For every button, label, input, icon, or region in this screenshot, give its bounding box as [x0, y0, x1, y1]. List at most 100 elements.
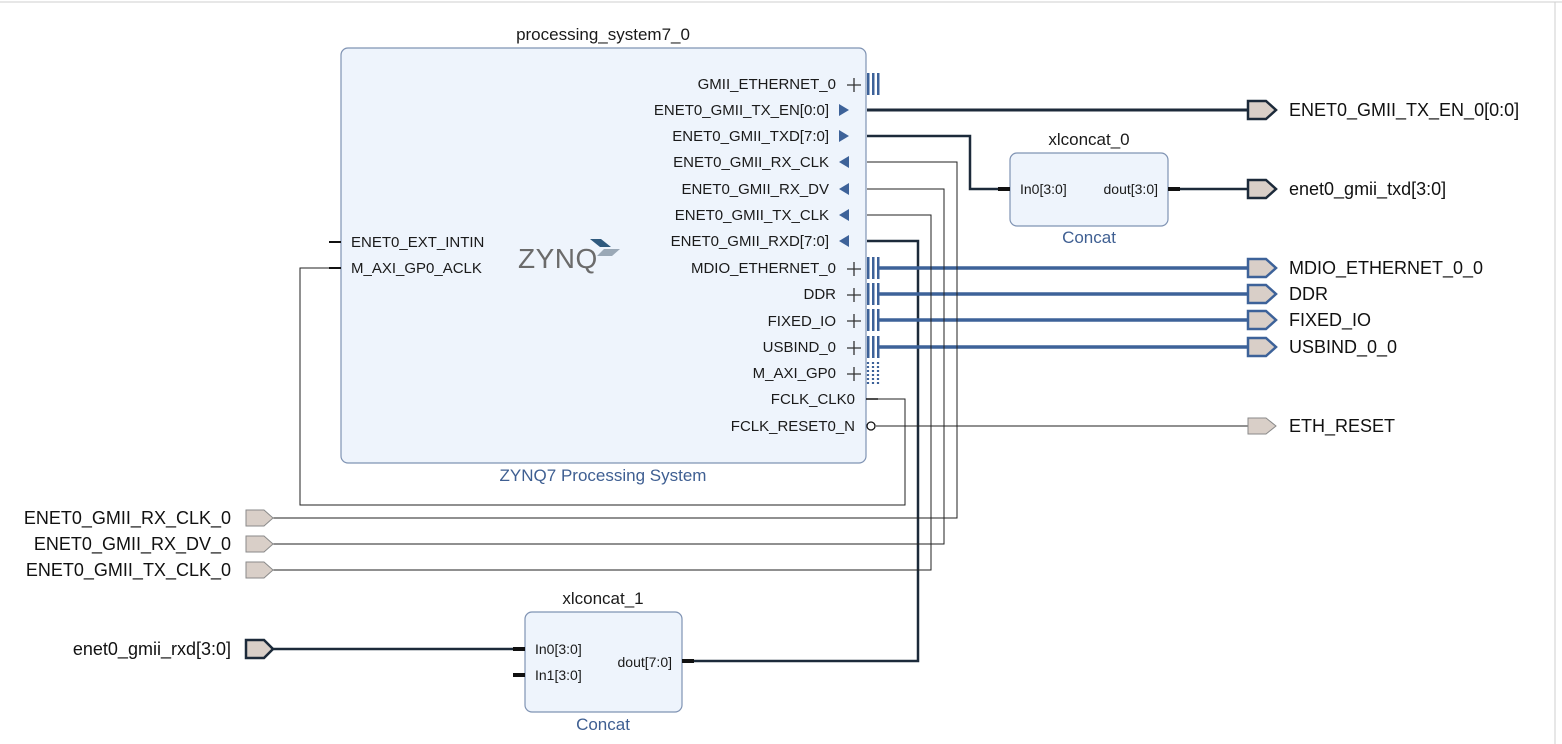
port-label: MDIO_ETHERNET_0_0 — [1289, 258, 1483, 279]
bus-bars-icon[interactable] — [867, 336, 880, 358]
concat1-in1-stub[interactable] — [513, 673, 525, 677]
pin-label-gmii-ethernet: GMII_ETHERNET_0 — [698, 76, 836, 93]
output-ports: ENET0_GMII_TX_EN_0[0:0] enet0_gmii_txd[3… — [1246, 99, 1519, 437]
wire-fclk-clk0[interactable] — [299, 267, 906, 506]
port-icon[interactable] — [1246, 257, 1278, 279]
output-port-fixed-io[interactable]: FIXED_IO — [1246, 309, 1371, 331]
arrow-left-icon — [839, 183, 849, 195]
expand-plus-icon[interactable] — [847, 288, 861, 302]
port-label: USBIND_0_0 — [1289, 337, 1397, 358]
concat1-dout-stub[interactable] — [682, 659, 694, 663]
wire-rxd[interactable] — [683, 239, 920, 663]
concat0-instance-name: xlconcat_0 — [1048, 130, 1129, 149]
output-port-tx-en[interactable]: ENET0_GMII_TX_EN_0[0:0] — [1246, 99, 1519, 121]
pin-label-fixed-io: FIXED_IO — [768, 313, 836, 330]
zynq-logo-text: ZYNQ — [518, 243, 598, 274]
concat1-caption: Concat — [576, 715, 630, 734]
pin-label-ddr: DDR — [804, 286, 837, 303]
concat1-dout-label: dout[7:0] — [618, 654, 673, 670]
bus-bars-icon[interactable] — [867, 257, 880, 279]
input-port-rx-dv[interactable]: ENET0_GMII_RX_DV_0 — [34, 534, 274, 555]
bus-bars-icon[interactable] — [867, 73, 880, 95]
concat0-dout-label: dout[3:0] — [1104, 181, 1159, 197]
port-icon[interactable] — [1247, 417, 1277, 435]
concat0-caption: Concat — [1062, 228, 1116, 247]
output-port-mdio[interactable]: MDIO_ETHERNET_0_0 — [1246, 257, 1483, 279]
port-icon[interactable] — [1246, 336, 1278, 358]
expand-plus-icon[interactable] — [847, 262, 861, 276]
arrow-right-icon — [839, 104, 849, 116]
expand-plus-icon[interactable] — [847, 314, 861, 328]
bus-bars-icon[interactable] — [867, 309, 880, 331]
output-port-usbind[interactable]: USBIND_0_0 — [1246, 336, 1397, 358]
port-label: ENET0_GMII_RX_DV_0 — [34, 534, 231, 555]
port-icon[interactable] — [245, 535, 274, 553]
port-icon[interactable] — [1246, 309, 1278, 331]
interface-bus-icons[interactable] — [867, 73, 880, 358]
wire-tx-clk[interactable] — [272, 214, 932, 571]
concat1-block[interactable]: xlconcat_1 In0[3:0] In1[3:0] dout[7:0] C… — [513, 589, 694, 734]
pin-label-gp0-aclk: M_AXI_GP0_ACLK — [351, 260, 482, 277]
concat1-in1-label: In1[3:0] — [535, 667, 582, 683]
input-port-rxd[interactable]: enet0_gmii_rxd[3:0] — [73, 638, 275, 660]
expand-plus-icon[interactable] — [847, 78, 861, 92]
arrow-left-icon — [839, 235, 849, 247]
concat0-in0-label: In0[3:0] — [1020, 181, 1067, 197]
output-port-ddr[interactable]: DDR — [1246, 283, 1328, 305]
pin-label-rxd: ENET0_GMII_RXD[7:0] — [671, 233, 829, 250]
port-label: DDR — [1289, 284, 1328, 304]
concat0-block[interactable]: xlconcat_0 In0[3:0] dout[3:0] Concat — [998, 130, 1180, 247]
concat0-in0-stub[interactable] — [998, 187, 1010, 191]
port-label: ENET0_GMII_TX_EN_0[0:0] — [1289, 100, 1519, 121]
interface-expand-icons[interactable] — [847, 78, 861, 381]
pin-label-rx-clk: ENET0_GMII_RX_CLK — [673, 154, 829, 171]
zynq-logo-mark-icon — [590, 239, 611, 247]
pin-label-tx-clk: ENET0_GMII_TX_CLK — [675, 207, 829, 224]
port-icon[interactable] — [244, 638, 275, 660]
zynq-logo-mark-icon-2 — [597, 249, 620, 256]
port-icon[interactable] — [1246, 283, 1278, 305]
zynq-logo: ZYNQ — [518, 239, 620, 274]
pin-label-usbind: USBIND_0 — [763, 339, 836, 356]
ps7-instance-name: processing_system7_0 — [516, 25, 690, 44]
port-label: ENET0_GMII_RX_CLK_0 — [24, 508, 231, 529]
concat1-in0-label: In0[3:0] — [535, 641, 582, 657]
input-ports: ENET0_GMII_RX_CLK_0 ENET0_GMII_RX_DV_0 E… — [24, 508, 275, 660]
pin-label-m-axi-gp0: M_AXI_GP0 — [753, 365, 836, 382]
concat1-in0-stub[interactable] — [513, 647, 525, 651]
expand-plus-icon[interactable] — [847, 341, 861, 355]
ps7-right-pins: GMII_ETHERNET_0 ENET0_GMII_TX_EN[0:0] EN… — [654, 76, 855, 435]
wires — [272, 108, 1248, 663]
input-port-rx-clk[interactable]: ENET0_GMII_RX_CLK_0 — [24, 508, 274, 529]
port-label: enet0_gmii_txd[3:0] — [1289, 179, 1446, 200]
pin-label-ext-intin: ENET0_EXT_INTIN — [351, 234, 484, 251]
arrow-left-icon — [839, 156, 849, 168]
arrow-left-icon — [839, 209, 849, 221]
input-port-tx-clk[interactable]: ENET0_GMII_TX_CLK_0 — [26, 560, 274, 581]
port-icon[interactable] — [245, 561, 274, 579]
active-low-bubble-icon — [866, 421, 876, 431]
arrow-right-icon — [839, 130, 849, 142]
port-label: FIXED_IO — [1289, 310, 1371, 331]
ps7-caption: ZYNQ7 Processing System — [500, 466, 707, 485]
pin-label-txd: ENET0_GMII_TXD[7:0] — [672, 128, 829, 145]
bus-bars-icon[interactable] — [867, 283, 880, 305]
output-port-eth-reset[interactable]: ETH_RESET — [1247, 416, 1395, 437]
port-icon[interactable] — [245, 509, 274, 527]
pin-direction-icons — [839, 104, 849, 247]
port-label: ENET0_GMII_TX_CLK_0 — [26, 560, 231, 581]
pin-label-tx-en: ENET0_GMII_TX_EN[0:0] — [654, 102, 829, 119]
ps7-left-pins: ENET0_EXT_INTIN M_AXI_GP0_ACLK — [329, 234, 484, 277]
expand-plus-icon[interactable] — [847, 367, 861, 381]
m-axi-gp0-dotted-icon[interactable] — [866, 362, 880, 384]
ps7-block[interactable]: processing_system7_0 ZYNQ7 Processing Sy… — [329, 25, 880, 485]
pin-label-mdio: MDIO_ETHERNET_0 — [691, 260, 836, 277]
port-icon[interactable] — [1246, 178, 1278, 200]
output-port-txd[interactable]: enet0_gmii_txd[3:0] — [1246, 178, 1446, 200]
concat0-dout-stub[interactable] — [1168, 187, 1180, 191]
wire-rx-dv[interactable] — [272, 188, 945, 545]
wire-txd[interactable] — [867, 134, 1010, 191]
port-icon[interactable] — [1246, 99, 1278, 121]
wire-rx-clk[interactable] — [272, 161, 958, 519]
